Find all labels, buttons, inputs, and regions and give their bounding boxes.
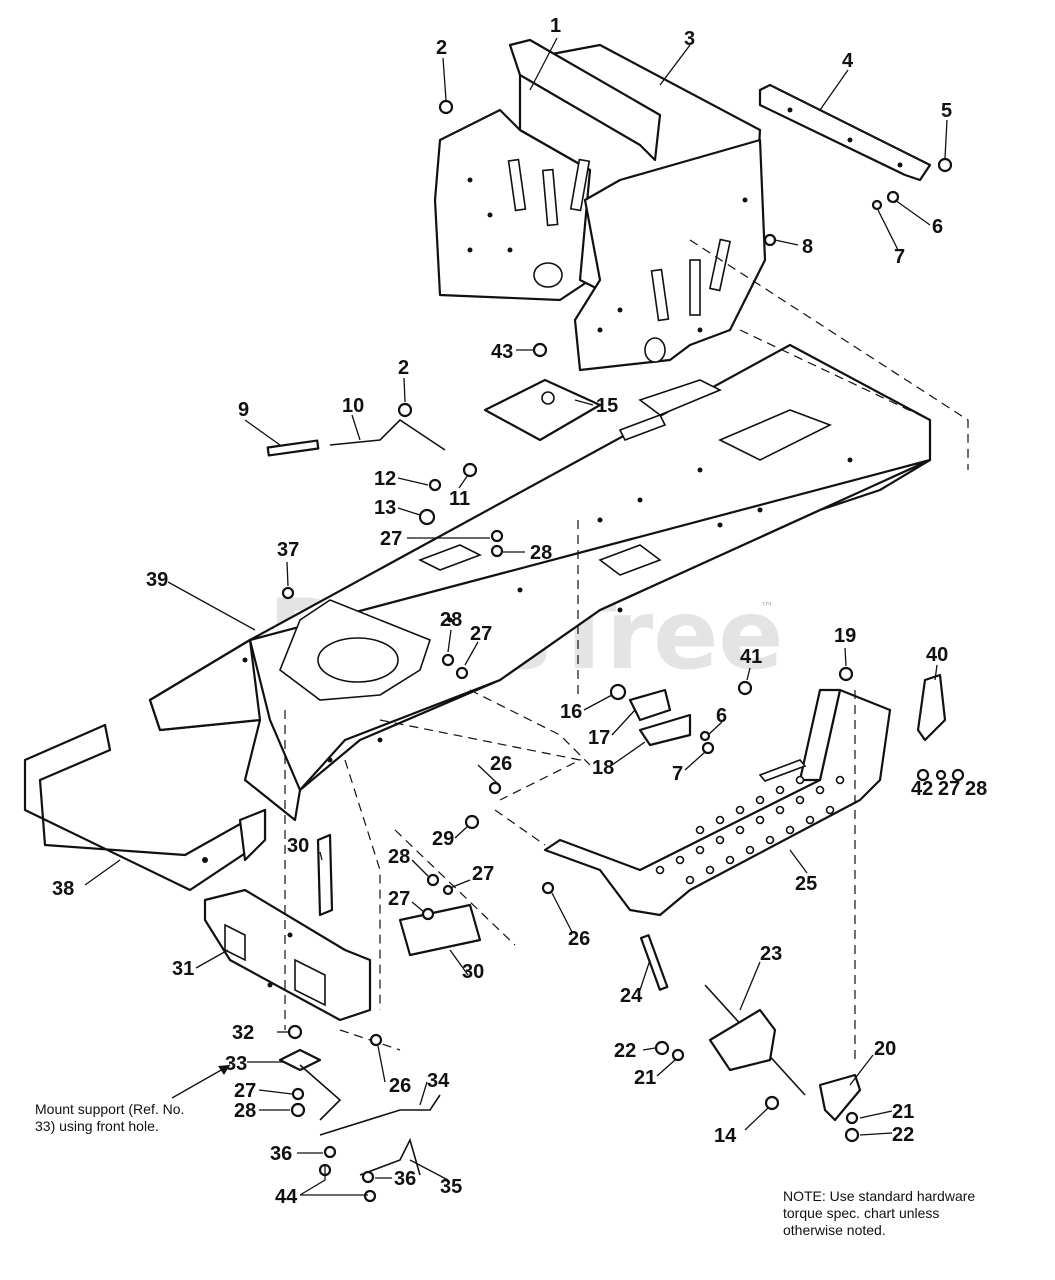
hardware-note-line2: torque spec. chart unless (783, 1205, 940, 1221)
part-15-plate (483, 378, 602, 442)
leader-lines (84, 37, 948, 1196)
callout-2b: 2 (398, 357, 409, 379)
hardware-note-line1: NOTE: Use standard hardware (783, 1188, 976, 1204)
callout-26c: 26 (389, 1075, 411, 1097)
callout-29: 29 (432, 828, 454, 850)
callout-38: 38 (52, 878, 74, 900)
callout-7b: 7 (672, 763, 683, 785)
callout-26: 26 (490, 753, 512, 775)
callout-26b: 26 (568, 928, 590, 950)
callout-33: 33 (225, 1053, 247, 1075)
hardware-note-line3: otherwise noted. (783, 1222, 886, 1238)
callout-19: 19 (834, 625, 856, 647)
callout-44: 44 (275, 1186, 298, 1208)
callout-1: 1 (550, 15, 561, 37)
callout-27b: 27 (470, 623, 492, 645)
callout-18: 18 (592, 757, 614, 779)
callout-28b: 28 (440, 609, 462, 631)
callout-39: 39 (146, 569, 168, 591)
part-33-35-rods (278, 1048, 441, 1176)
callout-16: 16 (560, 701, 582, 723)
callout-28d: 28 (388, 846, 410, 868)
callout-7: 7 (894, 246, 905, 268)
callout-28: 28 (530, 542, 552, 564)
callout-34: 34 (427, 1070, 450, 1092)
callout-5: 5 (941, 100, 952, 122)
part-3-fender-mount (433, 38, 767, 372)
callout-27c: 27 (938, 778, 960, 800)
callout-15: 15 (596, 395, 618, 417)
part-39-main-frame (148, 343, 932, 822)
callout-37: 37 (277, 539, 299, 561)
callout-6b: 6 (716, 705, 727, 727)
callout-22: 22 (614, 1040, 636, 1062)
callout-28c: 28 (965, 778, 987, 800)
mount-support-note: Mount support (Ref. No. 33) using front … (35, 1101, 184, 1135)
callout-36b: 36 (394, 1168, 416, 1190)
callout-22b: 22 (892, 1124, 914, 1146)
callout-24: 24 (620, 985, 643, 1007)
part-38-bumper (23, 723, 267, 892)
callout-30b: 30 (462, 961, 484, 983)
callout-12: 12 (374, 468, 396, 490)
callout-20: 20 (874, 1038, 896, 1060)
callout-2: 2 (436, 37, 447, 59)
callout-3: 3 (684, 28, 695, 50)
callout-27: 27 (380, 528, 402, 550)
callout-31: 31 (172, 958, 194, 980)
callout-14: 14 (714, 1125, 737, 1147)
callout-8: 8 (802, 236, 813, 258)
part-31-front-support (203, 888, 372, 1022)
callout-27d: 27 (472, 863, 494, 885)
mount-support-note-line2: 33) using front hole. (35, 1118, 159, 1134)
callout-30: 30 (287, 835, 309, 857)
callout-28e: 28 (234, 1100, 256, 1122)
callout-42: 42 (911, 778, 933, 800)
callout-21b: 21 (892, 1101, 914, 1123)
watermark-trademark: ™ (760, 600, 774, 616)
part-4-bracket (758, 83, 932, 182)
callout-43: 43 (491, 341, 513, 363)
callout-6: 6 (932, 216, 943, 238)
callout-4: 4 (842, 50, 854, 72)
assembly-lines (284, 239, 969, 1060)
callout-36: 36 (270, 1143, 292, 1165)
callout-17: 17 (588, 727, 610, 749)
callout-13: 13 (374, 497, 396, 519)
mount-support-note-line1: Mount support (Ref. No. (35, 1101, 185, 1117)
part-30-brackets (316, 833, 482, 957)
callout-25: 25 (795, 873, 817, 895)
callout-32: 32 (232, 1022, 254, 1044)
callout-27f: 27 (234, 1080, 256, 1102)
callout-23: 23 (760, 943, 782, 965)
hardware-note: NOTE: Use standard hardware torque spec.… (783, 1188, 975, 1239)
callout-11: 11 (449, 488, 470, 510)
part-20-40-brackets (818, 673, 947, 1122)
callout-10: 10 (342, 395, 364, 417)
callout-35: 35 (440, 1176, 462, 1198)
part-23-24-lever (639, 934, 806, 1096)
callout-21: 21 (634, 1067, 656, 1089)
callout-27e: 27 (388, 888, 410, 910)
callout-40: 40 (926, 644, 948, 666)
callout-9: 9 (238, 399, 249, 421)
callout-41: 41 (740, 646, 762, 668)
callout-labels: 1 2 3 4 5 6 7 8 43 2 15 9 10 12 13 11 27… (52, 15, 987, 1208)
